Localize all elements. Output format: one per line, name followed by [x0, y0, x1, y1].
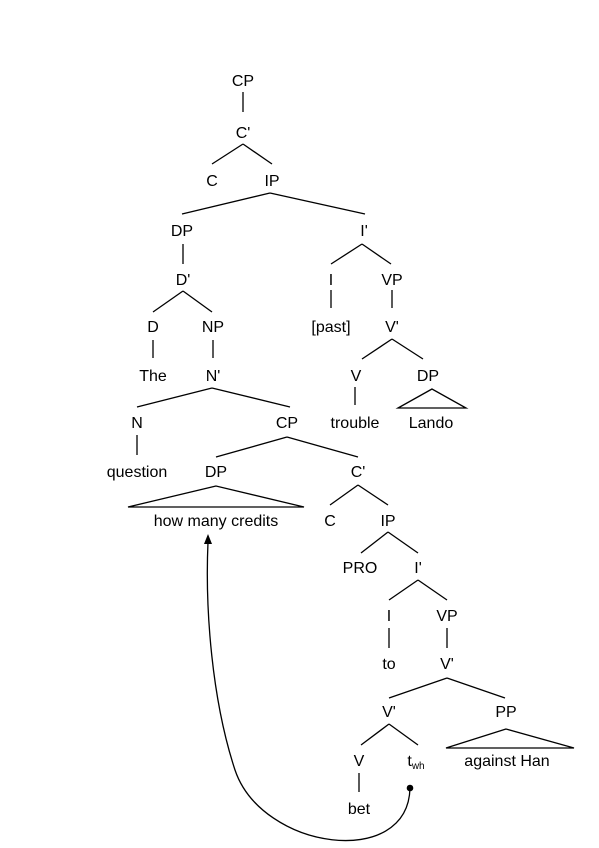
- branch-vbar-trace: [388, 723, 419, 746]
- node-to: to: [382, 656, 395, 673]
- node-v-root: V: [351, 368, 362, 385]
- node-vbar-lower: V': [382, 704, 396, 721]
- branch-ip-dp: [181, 192, 271, 215]
- node-cbar-embedded: C': [351, 464, 366, 481]
- branch-vbar-dp: [391, 338, 424, 360]
- branch-vbar-pp: [446, 677, 506, 699]
- node-ibar-embedded: I': [414, 560, 422, 577]
- branch-vbar-v: [361, 338, 393, 360]
- node-lando: Lando: [409, 415, 454, 432]
- tree-triangles: [127, 388, 575, 749]
- node-question: question: [107, 464, 168, 481]
- branch-nbar-cp: [211, 387, 291, 408]
- node-dp-wh: DP: [205, 464, 227, 481]
- node-vbar-root: V': [385, 319, 399, 336]
- node-i-root: I: [329, 272, 333, 289]
- node-n: N: [131, 415, 143, 432]
- trace-label: t: [407, 753, 412, 770]
- node-trace: twh: [407, 753, 424, 772]
- node-i-embedded: I: [387, 608, 391, 625]
- node-the: The: [139, 368, 167, 385]
- branch-ip-pro: [360, 531, 389, 554]
- node-dbar: D': [176, 272, 191, 289]
- node-vp-root: VP: [381, 272, 402, 289]
- branch-ibar-i-embedded: [388, 579, 419, 601]
- branch-nbar-n: [136, 387, 213, 408]
- triangle-lando: [395, 388, 469, 409]
- branch-dbar-np: [182, 290, 213, 313]
- node-bet: bet: [348, 801, 371, 818]
- branch-cbar-c-embedded: [329, 484, 359, 506]
- trace-subscript: wh: [411, 761, 425, 772]
- branch-ibar-i: [330, 243, 363, 265]
- tree-labels: CP C' C IP DP I' D' I VP D NP [past] V' …: [107, 73, 550, 818]
- node-past: [past]: [311, 319, 350, 336]
- branch-dbar-d: [152, 290, 184, 313]
- branch-ip-ibar: [269, 192, 366, 215]
- node-vbar-embedded: V': [440, 656, 454, 673]
- branch-cbar-ip-embedded: [357, 484, 389, 506]
- branch-vbar-v-embedded: [360, 723, 390, 746]
- node-d: D: [147, 319, 159, 336]
- node-ip-embedded: IP: [380, 513, 395, 530]
- node-dp-object: DP: [417, 368, 439, 385]
- node-dp-subject: DP: [171, 223, 193, 240]
- movement-arrow-curve: [206, 541, 411, 842]
- triangle-how-many-credits: [127, 485, 305, 508]
- branch-vbar-vbar: [388, 677, 448, 699]
- node-vp-embedded: VP: [436, 608, 457, 625]
- branch-cbar-c: [211, 143, 244, 165]
- node-nbar: N': [206, 368, 221, 385]
- node-pp: PP: [495, 704, 516, 721]
- arrowhead-icon: [204, 534, 212, 544]
- branch-cbar-ip: [242, 143, 273, 165]
- node-c-root: C: [206, 173, 218, 190]
- node-c-embedded: C: [324, 513, 336, 530]
- node-v-embedded: V: [354, 753, 365, 770]
- trace-dot: [406, 784, 414, 792]
- node-against-han: against Han: [464, 753, 549, 770]
- node-cbar-root: C': [236, 125, 251, 142]
- tree-branches: [136, 92, 506, 792]
- node-cp-root: CP: [232, 73, 254, 90]
- branch-ibar-vp-embedded: [417, 579, 448, 601]
- branch-cp-dp: [215, 436, 288, 458]
- node-ip-root: IP: [264, 173, 279, 190]
- node-how-many-credits: how many credits: [154, 513, 279, 530]
- node-trouble: trouble: [331, 415, 380, 432]
- node-ibar-root: I': [360, 223, 368, 240]
- branch-cp-cbar: [286, 436, 359, 458]
- node-cp-embedded: CP: [276, 415, 298, 432]
- branch-ip-ibar: [387, 531, 419, 554]
- triangle-against-han: [445, 728, 575, 749]
- node-np: NP: [202, 319, 224, 336]
- movement-arrow: [204, 534, 414, 842]
- branch-ibar-vp: [361, 243, 392, 265]
- node-pro: PRO: [343, 560, 378, 577]
